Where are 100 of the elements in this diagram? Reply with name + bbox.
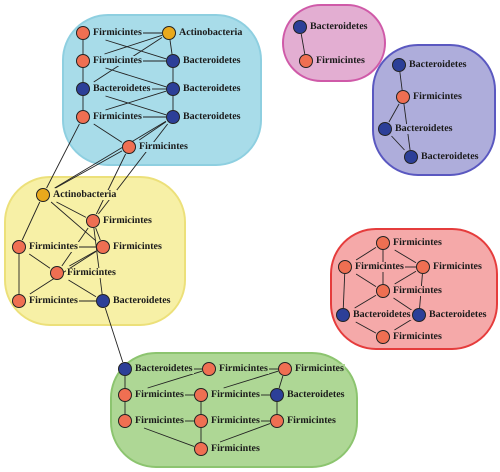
network-edge xyxy=(56,202,86,218)
network-edge xyxy=(138,121,166,140)
network-edge xyxy=(105,40,166,60)
taxon-node xyxy=(270,414,337,428)
network-edge xyxy=(93,228,103,294)
node-label: Bacteroidetes xyxy=(92,84,152,94)
node-label: Firmicintes xyxy=(218,364,269,374)
network-edge xyxy=(142,60,166,62)
network-edge xyxy=(124,402,126,414)
node-label: Bacteroidetes xyxy=(286,390,346,400)
taxon-node xyxy=(194,442,261,456)
node-label: Firmicintes xyxy=(432,262,483,272)
node-label: Firmicintes xyxy=(92,56,143,66)
taxon-node xyxy=(76,82,152,96)
network-edge xyxy=(200,402,202,414)
network-edge xyxy=(104,34,162,54)
network-edge xyxy=(95,228,101,240)
node-label: Bacteroidetes xyxy=(309,22,369,32)
taxon-node xyxy=(270,388,346,402)
network-edge xyxy=(394,318,412,330)
network-edge xyxy=(78,300,96,302)
node-label: Bacteroidetes xyxy=(182,112,242,122)
network-edge xyxy=(55,150,122,188)
taxon-node xyxy=(376,284,443,298)
node-label: Firmicintes xyxy=(134,390,185,400)
network-edge xyxy=(96,154,126,214)
network-edge xyxy=(394,270,416,284)
network-edge xyxy=(260,394,270,396)
taxon-node xyxy=(299,54,366,68)
taxon-node xyxy=(416,260,483,274)
network-edge xyxy=(172,68,174,82)
node-label: Firmicintes xyxy=(92,112,143,122)
taxon-node xyxy=(376,330,443,344)
node-label: Firmicintes xyxy=(102,216,153,226)
node-label: Firmicintes xyxy=(286,416,337,426)
network-edge xyxy=(184,420,194,422)
taxon-node xyxy=(336,308,412,322)
taxon-node xyxy=(166,54,242,68)
network-edge xyxy=(404,266,416,268)
network-edge xyxy=(278,376,284,388)
node-label: Bacteroidetes xyxy=(352,310,412,320)
network-edge xyxy=(54,120,166,188)
node-label: Firmicintes xyxy=(138,142,189,152)
network-edge xyxy=(393,298,412,311)
network-edge xyxy=(260,420,270,422)
taxon-node xyxy=(194,388,261,402)
node-label: Firmicintes xyxy=(210,416,261,426)
node-label: Bacteroidetes xyxy=(428,310,488,320)
taxon-node xyxy=(118,388,185,402)
network-edge xyxy=(61,228,89,266)
network-edge xyxy=(172,96,174,110)
network-edge xyxy=(391,136,405,150)
node-label: Firmicintes xyxy=(392,332,443,342)
network-edge xyxy=(28,254,50,269)
taxon-node xyxy=(166,110,242,124)
network-edge xyxy=(46,124,80,188)
network-edge xyxy=(200,428,202,442)
node-label: Bacteroidetes xyxy=(408,60,468,70)
network-edge xyxy=(399,72,403,90)
node-label: Firmicintes xyxy=(210,444,261,454)
node-label: Firmicintes xyxy=(28,242,79,252)
taxon-node xyxy=(293,20,369,34)
network-edge xyxy=(18,254,20,294)
taxon-node xyxy=(50,266,117,280)
network-edge xyxy=(355,322,376,334)
network-edge xyxy=(93,37,162,82)
node-label: Bacteroidetes xyxy=(182,84,242,94)
network-edge xyxy=(142,116,166,118)
cluster-hull xyxy=(4,176,186,326)
network-edge xyxy=(98,124,168,214)
node-label: Bacteroidetes xyxy=(112,296,172,306)
node-label: Firmicintes xyxy=(112,242,163,252)
taxon-node xyxy=(96,240,163,254)
network-edge xyxy=(105,90,166,110)
network-edge xyxy=(104,308,124,362)
node-label: Firmicintes xyxy=(392,238,443,248)
taxon-node xyxy=(396,90,463,104)
network-edge xyxy=(105,96,166,116)
network-edge xyxy=(105,68,166,88)
node-label: Firmicintes xyxy=(294,364,345,374)
taxon-node xyxy=(194,414,261,428)
taxon-node xyxy=(118,414,185,428)
node-label: Firmicintes xyxy=(28,296,79,306)
network-edge xyxy=(68,250,96,266)
node-label: Actinobacteria xyxy=(52,190,118,200)
taxon-node xyxy=(202,362,269,376)
network-edge xyxy=(419,274,423,308)
taxon-node xyxy=(76,26,143,40)
network-edge xyxy=(342,274,346,308)
network-edge xyxy=(403,104,411,150)
taxon-node xyxy=(376,236,443,250)
node-label: Firmicintes xyxy=(315,56,366,66)
cluster-hull xyxy=(62,14,262,166)
taxon-node xyxy=(12,294,79,308)
network-edge xyxy=(268,368,278,370)
taxon-node xyxy=(118,362,194,376)
taxon-node xyxy=(378,122,454,136)
taxon-node xyxy=(338,260,405,274)
network-edge xyxy=(184,394,194,396)
network-edge xyxy=(29,251,96,294)
